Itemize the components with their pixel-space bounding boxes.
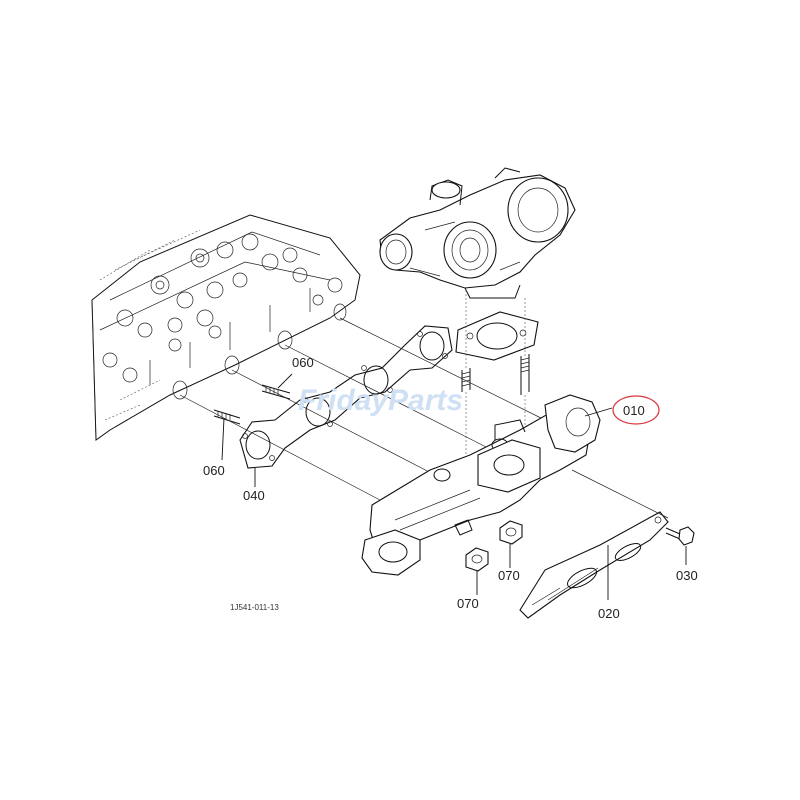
nut-070-b	[499, 520, 523, 545]
diagram-reference-code: 1J541-011-13	[230, 603, 279, 612]
part-label-060-lower[interactable]: 060	[203, 463, 225, 478]
part-010-highlight	[612, 395, 660, 425]
heat-shield-020	[519, 511, 669, 619]
stud-060-upper	[261, 384, 291, 400]
turbo-flange-gasket	[455, 311, 539, 361]
nut-070-a	[465, 547, 489, 572]
part-label-030[interactable]: 030	[676, 568, 698, 583]
leader-lines	[221, 373, 687, 600]
watermark-text: FridayParts	[298, 384, 463, 417]
part-label-040[interactable]: 040	[243, 488, 265, 503]
part-label-070-right[interactable]: 070	[498, 568, 520, 583]
exhaust-manifold-010	[361, 394, 601, 576]
turbo-studs	[461, 290, 530, 470]
part-label-070-left[interactable]: 070	[457, 596, 479, 611]
turbocharger-drawing	[379, 167, 576, 299]
part-label-020[interactable]: 020	[598, 606, 620, 621]
manifold-gasket-040	[239, 325, 453, 469]
cylinder-head-drawing	[91, 214, 361, 441]
bolt-030	[665, 526, 695, 546]
shield-alignment-line	[571, 469, 669, 519]
stud-060-lower	[213, 409, 241, 425]
part-label-010[interactable]: 010	[623, 403, 645, 418]
alignment-lines	[179, 317, 546, 501]
part-label-060-upper[interactable]: 060	[292, 355, 314, 370]
